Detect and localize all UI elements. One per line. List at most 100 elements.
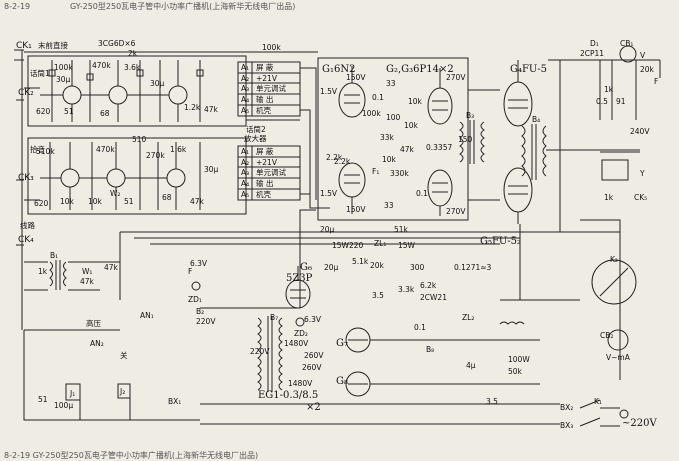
svg-text:100k: 100k	[262, 43, 281, 52]
svg-text:F: F	[654, 77, 658, 86]
svg-text:620: 620	[36, 107, 51, 116]
hv-filter: ZL₂ 0.1 4μ 100W 50k 3.5 B₈	[414, 313, 540, 406]
driver-stage-frame	[317, 57, 469, 221]
svg-text:B₈: B₈	[426, 345, 434, 354]
svg-text:B₃: B₃	[466, 111, 474, 120]
hv-rectifier-section: D₁ 2CP11 CB₁ V 20k F 1k 0.5 91 240V Y 1k…	[548, 39, 661, 202]
svg-text:10k: 10k	[404, 121, 419, 130]
svg-text:2.2k: 2.2k	[334, 157, 351, 166]
svg-text:20k: 20k	[370, 261, 385, 270]
svg-text:CK₅: CK₅	[634, 193, 647, 202]
svg-text:47k: 47k	[400, 145, 415, 154]
svg-text:+21V: +21V	[256, 74, 278, 83]
svg-text:51: 51	[124, 197, 134, 206]
svg-text:0.1: 0.1	[414, 323, 426, 332]
svg-text:V~mA: V~mA	[606, 353, 631, 362]
svg-text:1.5V: 1.5V	[320, 189, 338, 198]
input-jacks: CK₁ 末前直接 CK₂ 话筒1 CK₃ 拾音 CK₄ 线路 3CG6D×6	[16, 39, 136, 245]
svg-text:输 出: 输 出	[256, 94, 273, 104]
svg-text:51: 51	[64, 107, 74, 116]
svg-text:0.1271≈3: 0.1271≈3	[454, 263, 492, 272]
svg-text:单元调试: 单元调试	[256, 83, 286, 93]
svg-text:270V: 270V	[446, 73, 466, 82]
ck2-label: CK₂	[18, 88, 34, 98]
svg-text:10k: 10k	[408, 97, 423, 106]
svg-text:260V: 260V	[302, 363, 322, 372]
rectifier-g6: G₆ 5Z3P F 6.3V ZD₁ 6.3V ZD₂	[188, 259, 322, 338]
svg-text:F: F	[188, 267, 192, 276]
svg-text:240V: 240V	[630, 127, 650, 136]
ck1-desc: 末前直接	[38, 40, 68, 50]
svg-text:510k: 510k	[36, 147, 55, 156]
svg-text:150V: 150V	[346, 205, 366, 214]
svg-text:100: 100	[386, 113, 401, 122]
svg-text:BX₃: BX₃	[560, 421, 573, 430]
svg-text:高压: 高压	[86, 318, 101, 328]
svg-text:470k: 470k	[96, 145, 115, 154]
svg-text:5Z3P: 5Z3P	[286, 273, 313, 284]
svg-text:150V: 150V	[346, 73, 366, 82]
svg-text:1480V: 1480V	[284, 339, 309, 348]
svg-text:150: 150	[458, 135, 473, 144]
svg-text:A₃: A₃	[241, 168, 249, 177]
svg-text:1480V: 1480V	[288, 379, 313, 388]
ck1-label: CK₁	[16, 41, 32, 51]
svg-text:A₃: A₃	[241, 84, 249, 93]
svg-text:BX₁: BX₁	[168, 397, 181, 406]
svg-text:620: 620	[34, 199, 49, 208]
svg-text:BX₂: BX₂	[560, 403, 573, 412]
svg-text:47k: 47k	[104, 263, 119, 272]
svg-text:1k: 1k	[38, 267, 48, 276]
svg-text:K₁: K₁	[594, 397, 602, 406]
svg-text:ZL₁: ZL₁	[374, 239, 386, 248]
svg-text:5.1k: 5.1k	[352, 257, 369, 266]
svg-text:3.5: 3.5	[486, 397, 498, 406]
svg-text:A₄: A₄	[241, 95, 249, 104]
preamp1-transistors: 100k 30μ 470k 3.6k 2k 620 51 68 30μ 47k …	[36, 49, 219, 122]
svg-text:话筒2: 话筒2	[246, 124, 266, 134]
power-transformer: B₇ 220V 1480V 260V 260V 1480V 220V B₂	[196, 307, 324, 392]
svg-text:47k: 47k	[80, 277, 95, 286]
svg-text:机壳: 机壳	[256, 189, 271, 199]
svg-text:A₅: A₅	[241, 106, 249, 115]
header-code: 8-2-19	[4, 2, 30, 11]
footer-title: 8-2-19 GY-250型250瓦电子管中小功率广播机(上海新华无线电厂出品)	[4, 450, 258, 460]
svg-text:1.5V: 1.5V	[320, 87, 338, 96]
ck4-desc: 线路	[20, 220, 35, 230]
svg-text:510: 510	[132, 135, 147, 144]
svg-text:F₁: F₁	[372, 167, 379, 176]
interstage-transformers: B₃ B₄	[459, 111, 547, 180]
svg-text:300: 300	[410, 263, 425, 272]
svg-text:B₁: B₁	[50, 251, 58, 260]
preamp2-table: 话筒2 放大器 A₁ 屏 蔽 A₂ +21V A₃ 单元调试 A₄ 输 出 A₅…	[237, 124, 301, 201]
hv-rectifiers: G₇ G₈ EG1-0.3/8.5 ×2	[258, 327, 420, 413]
svg-text:15W: 15W	[398, 241, 416, 250]
ck3-label: CK₃	[18, 173, 34, 183]
svg-text:50k: 50k	[508, 367, 523, 376]
svg-text:51: 51	[38, 395, 48, 404]
svg-text:G₅FU-5₂: G₅FU-5₂	[480, 236, 521, 247]
svg-text:J₂: J₂	[119, 387, 125, 396]
svg-text:2k: 2k	[128, 49, 138, 58]
tube-g2-g3: 270V 270V 0.1 100 33k 10k 330k 47k 10k 1…	[362, 68, 473, 216]
svg-text:CB₁: CB₁	[620, 39, 633, 48]
svg-text:A₁: A₁	[241, 63, 249, 72]
svg-text:10k: 10k	[382, 155, 397, 164]
svg-text:220V: 220V	[250, 347, 270, 356]
svg-text:3.3k: 3.3k	[398, 285, 415, 294]
svg-text:A₁: A₁	[241, 147, 249, 156]
g23-label: G₂,G₃6P14×2	[386, 64, 454, 75]
ck2-desc: 话筒1	[30, 68, 50, 78]
svg-text:A₅: A₅	[241, 190, 249, 199]
svg-text:6.3V: 6.3V	[190, 259, 208, 268]
svg-text:30μ: 30μ	[150, 79, 165, 88]
svg-text:51k: 51k	[394, 225, 409, 234]
svg-text:1k: 1k	[604, 85, 614, 94]
svg-text:A₂: A₂	[241, 158, 249, 167]
svg-text:47k: 47k	[204, 105, 219, 114]
svg-text:0.5: 0.5	[596, 97, 608, 106]
svg-text:100μ: 100μ	[54, 401, 73, 410]
svg-text:AN₂: AN₂	[90, 339, 104, 348]
svg-text:100W: 100W	[508, 355, 530, 364]
